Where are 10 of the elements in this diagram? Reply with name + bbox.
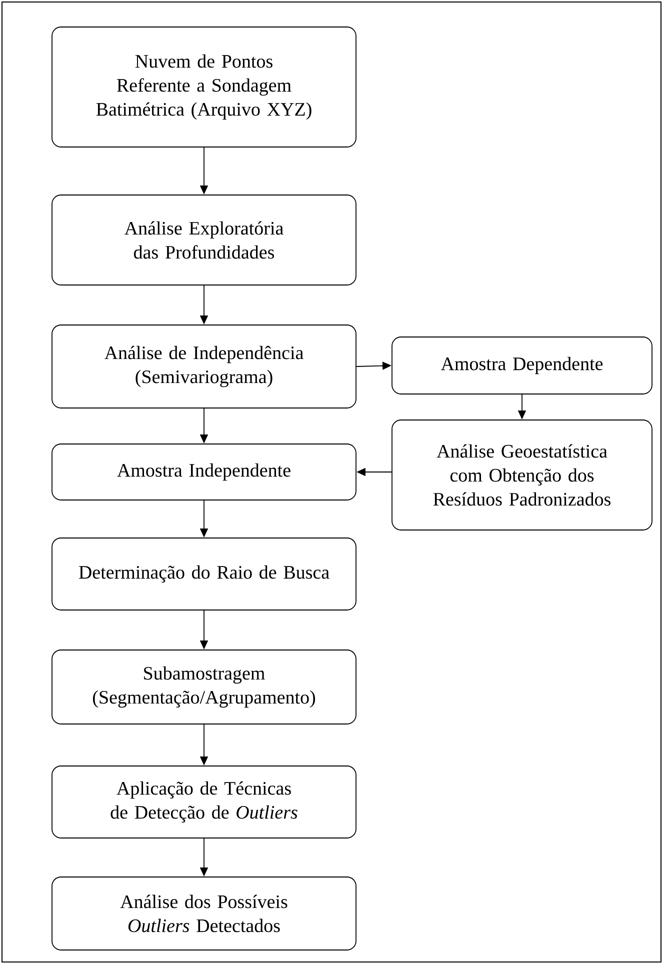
process-box: Subamostragem (Segmentação/Agrupamento) — [52, 650, 356, 724]
process-box: Aplicação de Técnicas de Detecção de Outliers — [52, 766, 356, 838]
process-box: Análise Geoestatística com Obtenção dos Resíduos Padronizados — [392, 420, 652, 530]
process-box: Determinação do Raio de Busca — [52, 538, 356, 610]
process-box: Análise dos Possíveis Outliers Detectados — [52, 876, 356, 950]
process-box: Amostra Independente — [52, 444, 356, 500]
process-box: Amostra Dependente — [392, 336, 652, 394]
process-box: Análise Exploratória das Profundidades — [52, 194, 356, 286]
process-box: Análise de Independência (Semivariograma) — [52, 324, 356, 408]
process-box: Nuvem de Pontos Referente a Sondagem Batimétrica (Arquivo XYZ) — [52, 26, 356, 148]
